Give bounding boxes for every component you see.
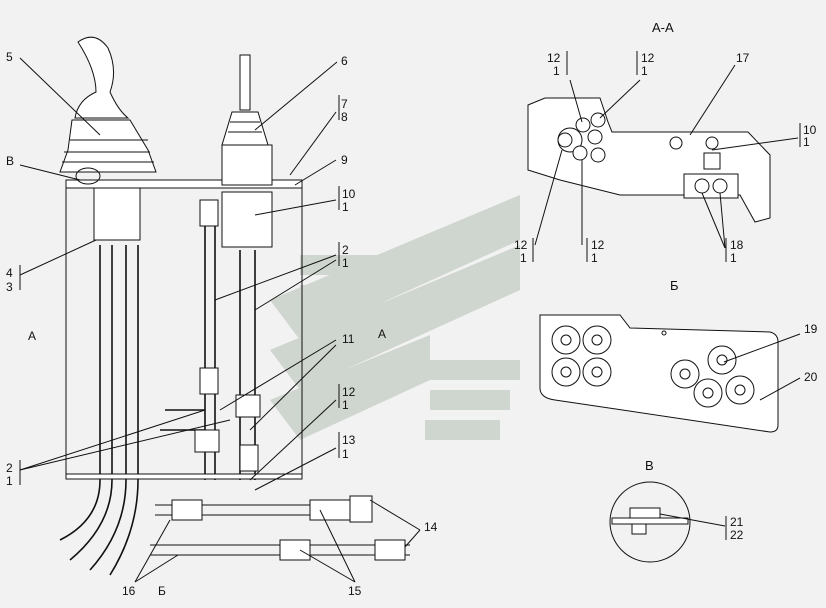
hose-left-2 — [69, 245, 113, 561]
section-mark-right: А — [378, 327, 386, 341]
callout-12-top: 12 — [342, 385, 356, 399]
fraction-bars — [19, 51, 801, 540]
aa-12d-top: 12 — [591, 238, 605, 252]
hose-coupling-15a — [279, 539, 311, 561]
callout-4: 4 — [6, 266, 13, 280]
callout-7: 7 — [341, 97, 348, 111]
title-view-b: Б — [670, 278, 679, 293]
callout-11: 11 — [342, 332, 355, 346]
joystick-handle — [74, 36, 130, 119]
aa-12b-top: 12 — [641, 51, 655, 65]
panel-17 — [527, 97, 771, 223]
b-19: 19 — [804, 322, 818, 336]
callout-2b-top: 2 — [6, 461, 13, 475]
detail-v-circle — [75, 167, 101, 185]
callout-10-top: 10 — [342, 187, 356, 201]
b-20: 20 — [804, 370, 818, 384]
callout-13-top: 13 — [342, 433, 356, 447]
leader-lines — [19, 57, 801, 583]
aa-12a-top: 12 — [547, 51, 561, 65]
lever-boot — [221, 111, 269, 146]
valve-fitting — [199, 199, 219, 227]
callout-15: 15 — [348, 584, 362, 598]
callout-6: 6 — [341, 54, 348, 68]
bottom-plate — [65, 473, 303, 480]
hose-nut-14a — [349, 495, 373, 523]
hose-coupling-14b — [374, 539, 406, 561]
aa-12c-bot: 1 — [520, 251, 527, 265]
arrow-b-label: Б — [158, 584, 166, 598]
aa-12c-top: 12 — [514, 238, 528, 252]
valve-block — [221, 191, 273, 248]
aa-10-top: 10 — [803, 123, 817, 137]
view-v-detail — [609, 481, 691, 563]
aa-10-bot: 1 — [803, 135, 810, 149]
hose-coupling-16 — [171, 499, 203, 521]
callout-16: 16 — [122, 584, 136, 598]
callout-5: 5 — [6, 50, 13, 64]
title-section-aa: А-А — [652, 20, 674, 35]
hose-left-1 — [59, 245, 101, 541]
watermark-logo — [270, 195, 520, 440]
callout-8: 8 — [341, 110, 348, 124]
v-22: 22 — [730, 528, 744, 542]
callout-12-bot: 1 — [342, 398, 349, 412]
aa-17: 17 — [736, 51, 750, 65]
lever-body — [221, 144, 273, 186]
callout-2b-bot: 1 — [6, 474, 13, 488]
lever-rod — [239, 54, 251, 111]
main-assembly — [59, 36, 410, 576]
v-21: 21 — [730, 515, 744, 529]
callout-14: 14 — [424, 520, 438, 534]
callout-2a-bot: 1 — [342, 256, 349, 270]
callout-9: 9 — [341, 153, 348, 167]
hose-left-3 — [89, 245, 127, 571]
view-b-panel — [539, 314, 779, 433]
callout-13-bot: 1 — [342, 447, 349, 461]
aa-18-bot: 1 — [730, 251, 737, 265]
title-view-v: В — [645, 458, 654, 473]
callout-3: 3 — [6, 280, 13, 294]
section-aa-view — [527, 97, 771, 223]
hose-fitting-3 — [239, 444, 259, 472]
joystick-boot — [59, 119, 157, 173]
hose-fitting-1 — [199, 367, 219, 395]
hose-left-4 — [109, 245, 139, 576]
callout-2a-top: 2 — [342, 243, 349, 257]
callout-10-bot: 1 — [342, 200, 349, 214]
hose-fitting-2 — [235, 394, 261, 418]
tee-fitting — [194, 429, 220, 453]
callout-v: В — [6, 154, 14, 168]
aa-12b-bot: 1 — [641, 64, 648, 78]
aa-18-top: 18 — [730, 238, 744, 252]
aa-12a-bot: 1 — [553, 64, 560, 78]
hose-coupling-14a — [309, 499, 351, 521]
joystick-base — [93, 187, 141, 241]
aa-12d-bot: 1 — [591, 251, 598, 265]
block-18 — [683, 173, 739, 199]
section-mark-left: А — [28, 329, 36, 343]
mounting-plate — [65, 179, 303, 189]
